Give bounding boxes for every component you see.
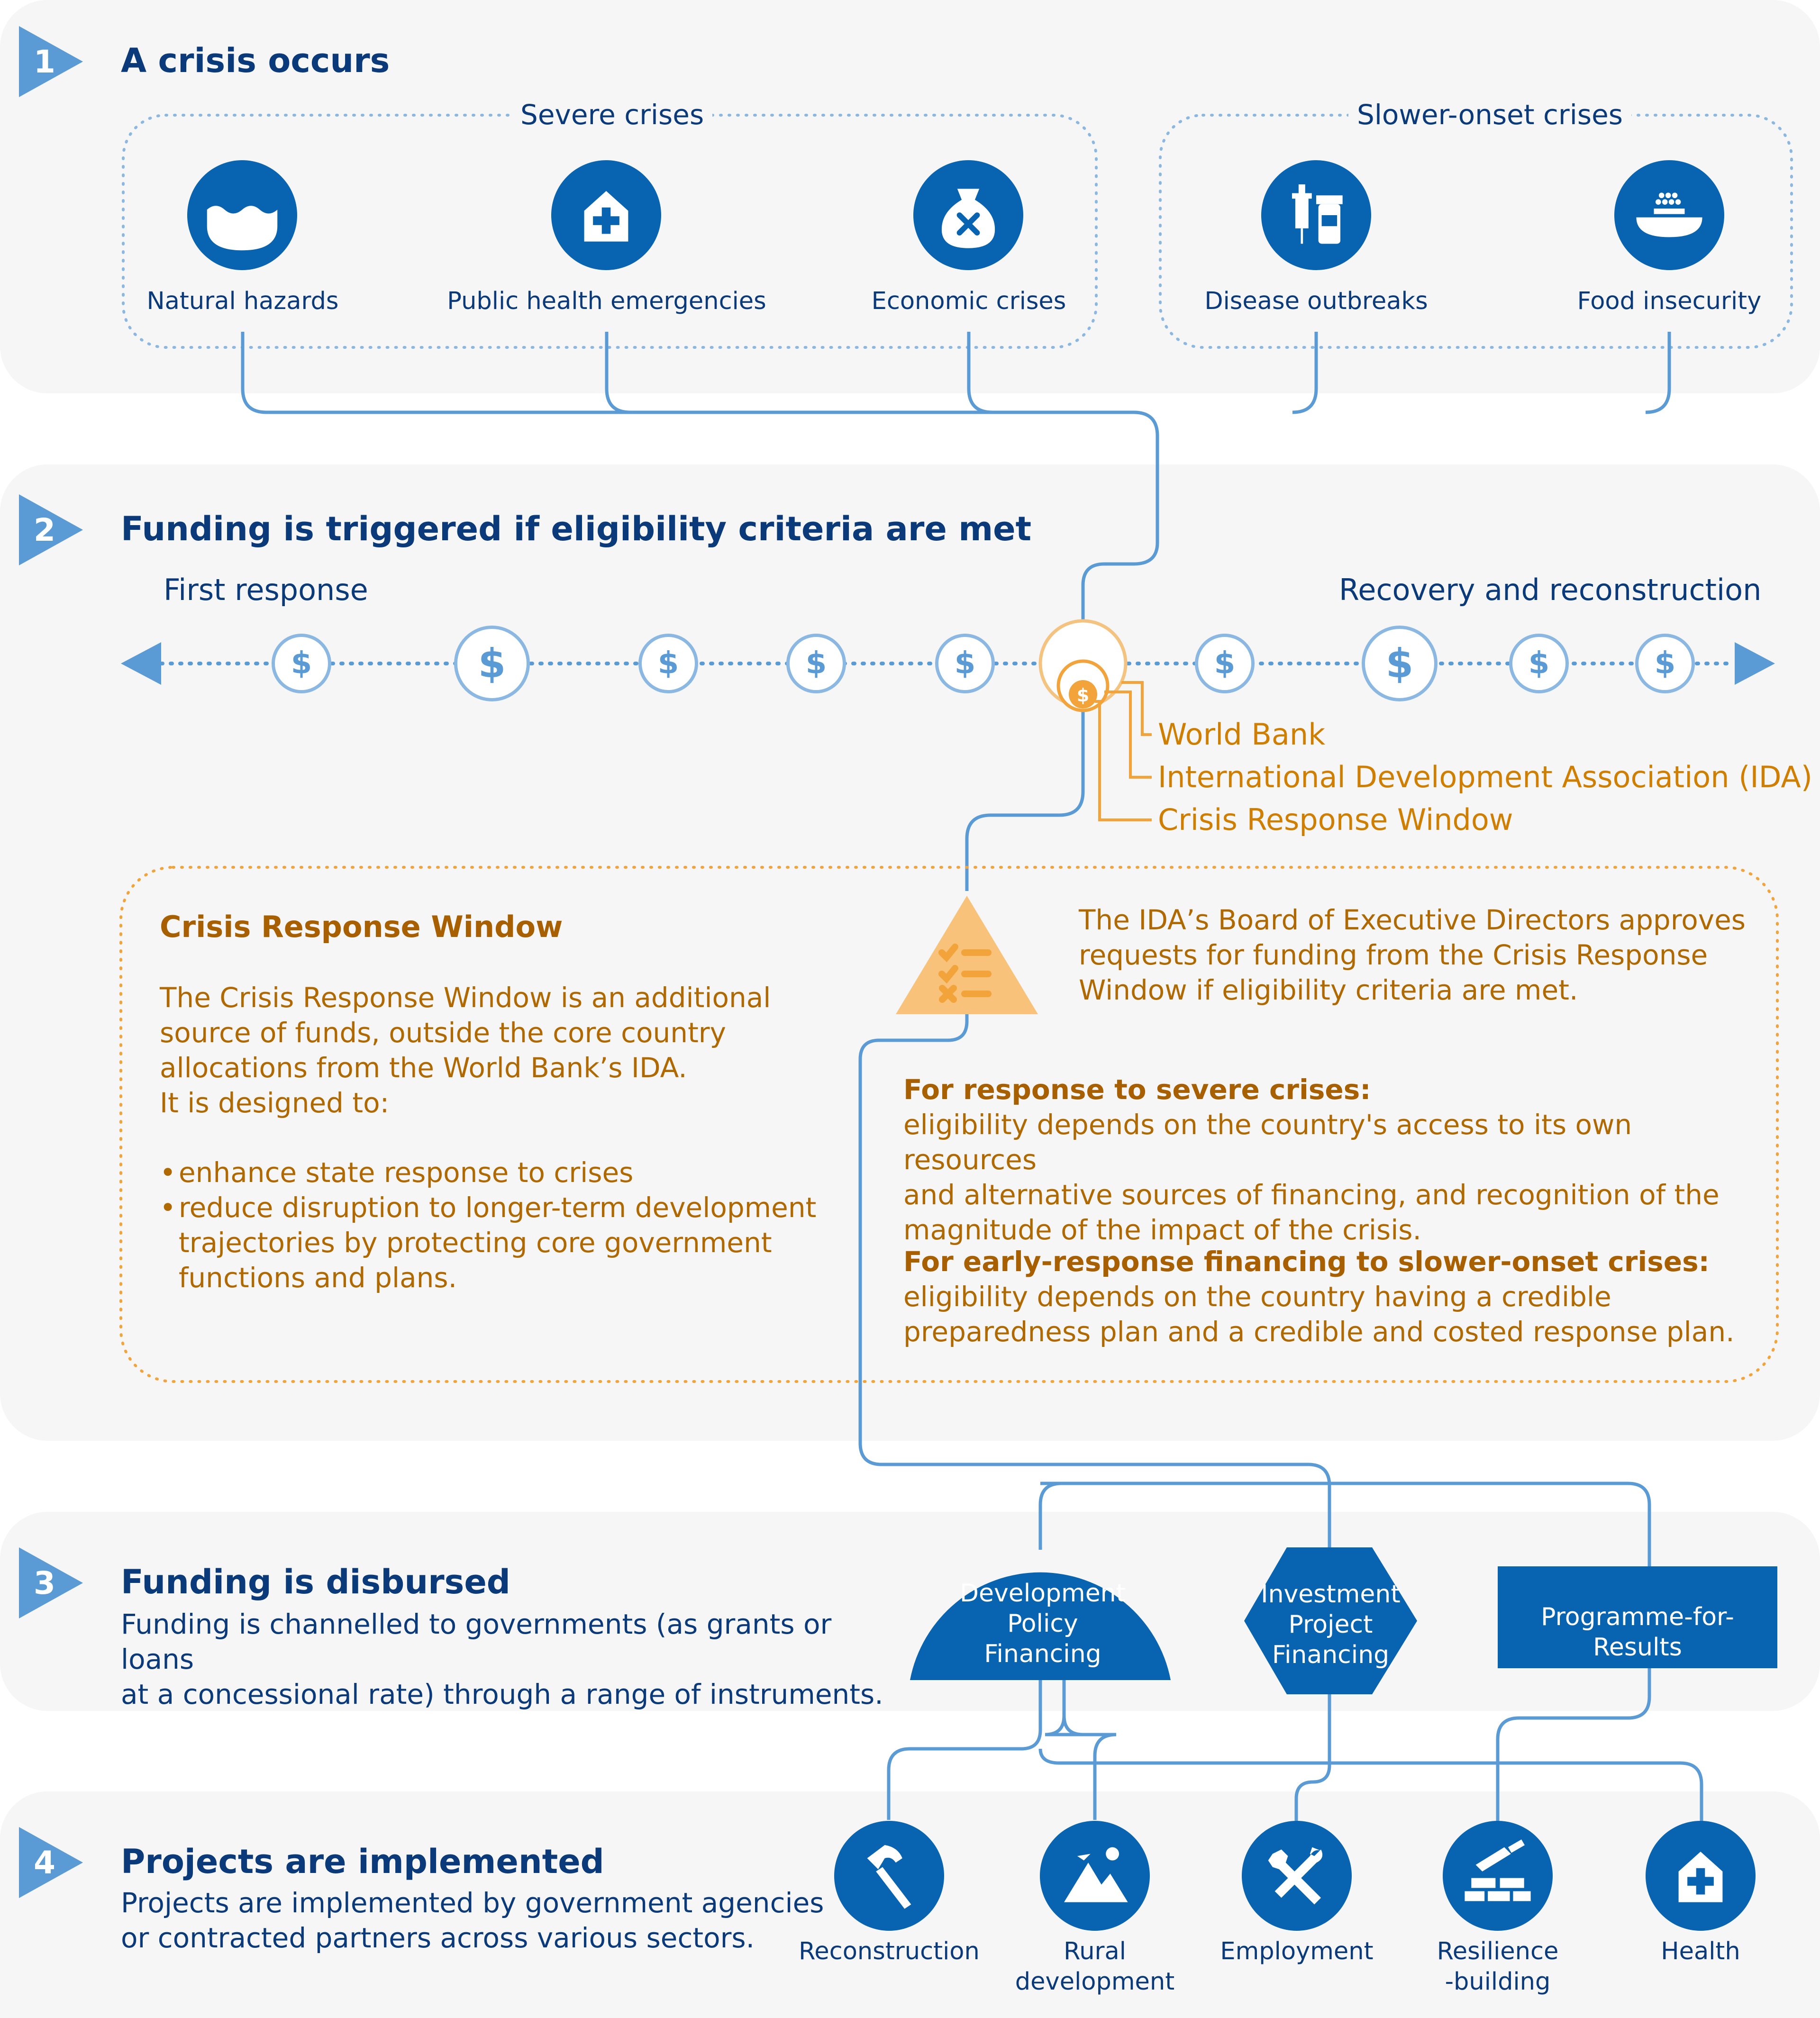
step3-number: 3 xyxy=(34,1565,55,1601)
crisis-label: Economic crises xyxy=(871,287,1066,315)
crisis-label: Food insecurity xyxy=(1577,287,1762,315)
dollar-icon: $ xyxy=(638,634,698,693)
health-house-icon xyxy=(1646,1821,1756,1931)
water-wave-icon xyxy=(187,160,297,270)
crw-bullet: reduce disruption to longer-term develop… xyxy=(160,1190,842,1295)
food-bowl-icon xyxy=(1614,160,1724,270)
dollar-icon: $ xyxy=(1509,634,1569,693)
step4-title: Projects are implemented xyxy=(121,1842,604,1881)
crw-dollar-glyph: $ xyxy=(1077,685,1089,706)
step2-arrow xyxy=(19,494,83,565)
pforr-shape xyxy=(1498,1566,1777,1668)
step3-description: Funding is channelled to governments (as… xyxy=(121,1608,883,1710)
syringe-medicine-icon xyxy=(1261,160,1371,270)
ipf-label: Investment Project Financing xyxy=(1261,1580,1401,1669)
step3-arrow xyxy=(19,1547,83,1618)
ipf-shape xyxy=(1244,1547,1417,1694)
world-bank-label: World Bank xyxy=(1158,717,1326,752)
first-response-label: First response xyxy=(164,573,368,607)
crw-dotted-box xyxy=(119,866,1779,1383)
crisis-label: Disease outbreaks xyxy=(1204,287,1428,315)
sector-label: Employment xyxy=(1220,1937,1374,1965)
slower-crises-heading: For early-response financing to slower-o… xyxy=(903,1245,1710,1278)
slower-crises-label: Slower-onset crises xyxy=(1348,100,1631,130)
dollar-icon: $ xyxy=(786,634,846,693)
dollar-icon: $ xyxy=(454,626,530,701)
step4-description: Projects are implemented by government a… xyxy=(121,1887,824,1954)
step4-number: 4 xyxy=(34,1845,55,1881)
ida-label: International Development Association (I… xyxy=(1158,760,1812,794)
health-house-icon xyxy=(551,160,661,270)
pforr-label: Programme-for-Results xyxy=(1541,1603,1734,1662)
sector-label: Resilience -building xyxy=(1437,1937,1559,1996)
dollar-icon: $ xyxy=(935,634,995,693)
timeline-left-arrow xyxy=(121,642,161,685)
tools-icon xyxy=(1242,1821,1352,1931)
step1-panel xyxy=(0,0,1820,393)
dollar-icon: $ xyxy=(1362,626,1438,701)
dollar-icon: $ xyxy=(1635,634,1695,693)
step2-title: Funding is triggered if eligibility crit… xyxy=(121,509,1032,548)
crisis-label: Public health emergencies xyxy=(447,287,766,315)
dpf-shape xyxy=(910,1572,1171,1680)
crisis-label: Natural hazards xyxy=(146,287,339,315)
board-approval-text: The IDA’s Board of Executive Directors a… xyxy=(1079,904,1746,1006)
sector-label: Reconstruction xyxy=(799,1937,980,1965)
dpf-label: Development Policy Financing xyxy=(959,1579,1126,1668)
mountains-icon xyxy=(1040,1821,1150,1931)
hammer-icon xyxy=(834,1821,944,1931)
severe-crises-heading: For response to severe crises: xyxy=(903,1073,1371,1106)
step4-arrow xyxy=(19,1827,83,1898)
step1-title: A crisis occurs xyxy=(121,41,390,80)
money-bag-icon xyxy=(913,160,1023,270)
crw-label: Crisis Response Window xyxy=(1158,802,1513,837)
crw-circle xyxy=(1069,680,1097,709)
crw-box-intro: The Crisis Response Window is an additio… xyxy=(160,982,771,1119)
step2-number: 2 xyxy=(34,512,55,548)
slower-crises-text: eligibility depends on the country havin… xyxy=(903,1281,1735,1348)
crw-bullet: enhance state response to crises xyxy=(160,1155,842,1190)
step3-title: Funding is disbursed xyxy=(121,1563,510,1601)
recovery-label: Recovery and reconstruction xyxy=(1339,573,1762,607)
severe-crises-text: eligibility depends on the country's acc… xyxy=(903,1109,1720,1246)
dollar-icon: $ xyxy=(1195,634,1255,693)
step1-number: 1 xyxy=(34,44,55,80)
timeline-right-arrow xyxy=(1735,642,1775,685)
checklist-icon xyxy=(938,944,992,1003)
severe-crises-label: Severe crises xyxy=(512,100,713,130)
crw-box-title: Crisis Response Window xyxy=(160,909,563,944)
sector-label: Rural development xyxy=(1015,1937,1175,1996)
dollar-icon: $ xyxy=(272,634,331,693)
sector-label: Health xyxy=(1661,1937,1740,1965)
step1-arrow xyxy=(19,26,83,97)
trowel-bricks-icon xyxy=(1443,1821,1553,1931)
